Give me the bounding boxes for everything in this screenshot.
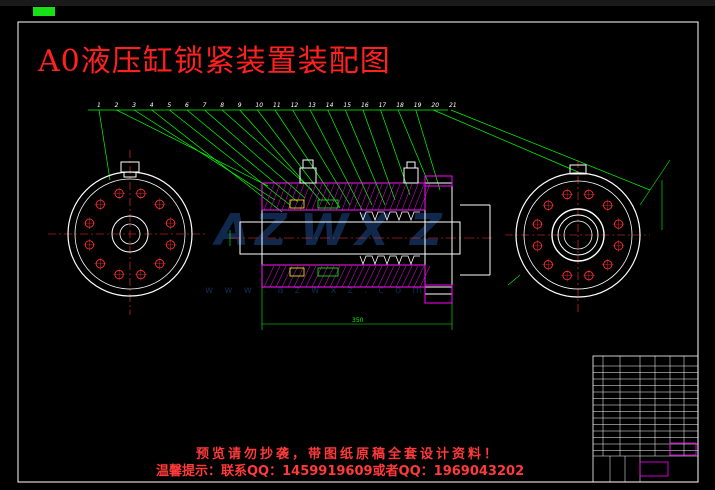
part-balloon-12: 12 [291, 102, 299, 109]
svg-text:w w w . a z w x z . c o m: w w w . a z w x z . c o m [205, 285, 426, 296]
notice-line-1: 预览请勿抄袭，带图纸原稿全套设计资料！ [196, 447, 501, 462]
title-block [592, 355, 699, 483]
part-balloon-15: 15 [343, 102, 351, 109]
left-end-view [48, 150, 205, 315]
part-balloon-16: 16 [361, 102, 369, 109]
section-view [229, 159, 495, 330]
overall-length-dimension: 350 [352, 317, 364, 324]
svg-text:Z: Z [253, 205, 288, 256]
part-balloon-4: 4 [150, 102, 154, 109]
leader-lines [88, 109, 651, 213]
part-balloon-3: 3 [132, 102, 136, 109]
part-balloon-13: 13 [308, 102, 316, 109]
part-balloon-17: 17 [379, 102, 387, 109]
right-end-view [505, 159, 671, 312]
part-balloon-6: 6 [185, 102, 189, 109]
top-toolbar-strip [0, 0, 715, 6]
svg-text:A: A [212, 205, 249, 256]
notice-line-2: 温馨提示：联系QQ：1459919609或者QQ：1969043202 [156, 464, 525, 479]
layer-indicator [33, 7, 55, 16]
drawing-frame [17, 21, 699, 483]
watermark: A Z W X Z w w w . a z w x z . c o m [205, 205, 443, 296]
part-balloon-2: 2 [115, 102, 119, 109]
part-balloon-5: 5 [167, 102, 171, 109]
part-balloon-8: 8 [220, 102, 224, 109]
svg-text:X: X [352, 205, 391, 256]
part-balloon-7: 7 [203, 102, 207, 109]
part-balloon-1: 1 [97, 102, 101, 109]
part-balloon-20: 20 [431, 102, 439, 109]
svg-text:W: W [300, 205, 351, 256]
part-balloon-19: 19 [414, 102, 422, 109]
part-balloon-10: 10 [255, 102, 263, 109]
part-balloon-14: 14 [326, 102, 334, 109]
part-balloon-18: 18 [396, 102, 404, 109]
drawing-title: A0液压缸锁紧装置装配图 [38, 44, 391, 79]
part-balloon-11: 11 [273, 102, 281, 109]
part-balloon-21: 21 [449, 102, 457, 109]
part-balloon-9: 9 [238, 102, 242, 109]
